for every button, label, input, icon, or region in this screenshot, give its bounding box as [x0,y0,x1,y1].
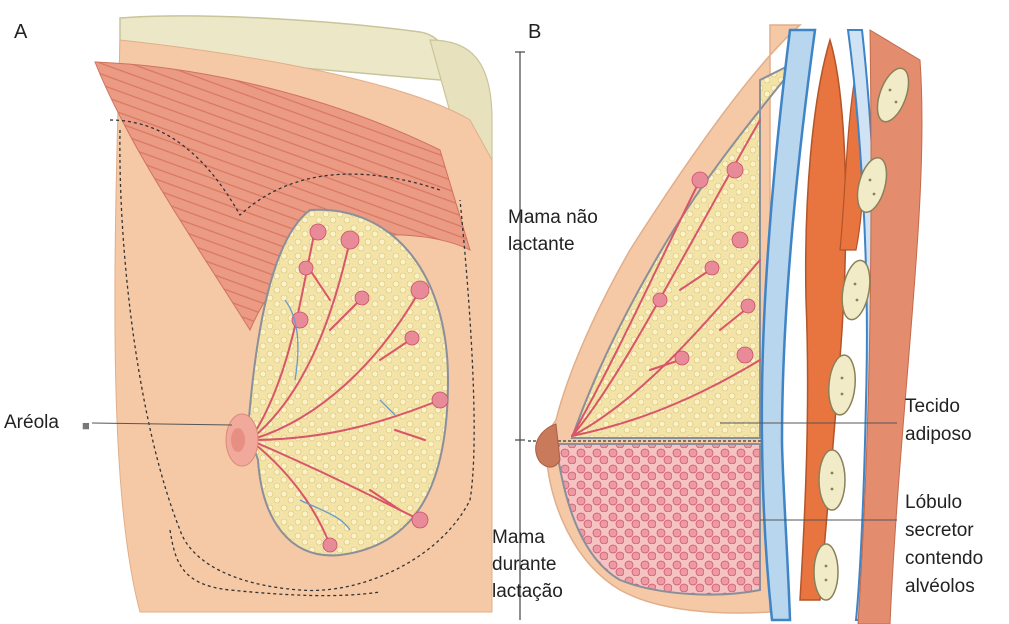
panel-b-illustration [515,25,922,624]
label-lobulo-secretor-line2: secretor [905,518,974,543]
label-mama-durante-lactacao-line3: lactação [492,579,563,604]
panel-a-illustration [92,16,492,612]
label-lobulo-secretor-line3: contendo [905,546,983,571]
label-mama-durante-lactacao-line2: durante [492,552,556,577]
label-mama-durante-lactacao-line1: Mama [492,525,545,550]
nipple [231,428,245,452]
pectoralis-major-b [800,40,846,600]
panel-a-letter: A [14,20,27,45]
gland-lactating [556,444,760,595]
label-mama-nao-lactante-line1: Mama não [508,205,598,230]
label-mama-nao-lactante-line2: lactante [508,232,575,257]
label-lobulo-secretor-line4: alvéolos [905,574,975,599]
label-areola: Aréola [4,410,59,435]
panel-b-letter: B [528,20,541,45]
label-tecido-adiposo-line2: adiposo [905,422,972,447]
areola-marker-icon: ■ [82,413,90,438]
label-lobulo-secretor-line1: Lóbulo [905,490,962,515]
label-tecido-adiposo-line1: Tecido [905,394,960,419]
nipple-b [536,424,560,467]
